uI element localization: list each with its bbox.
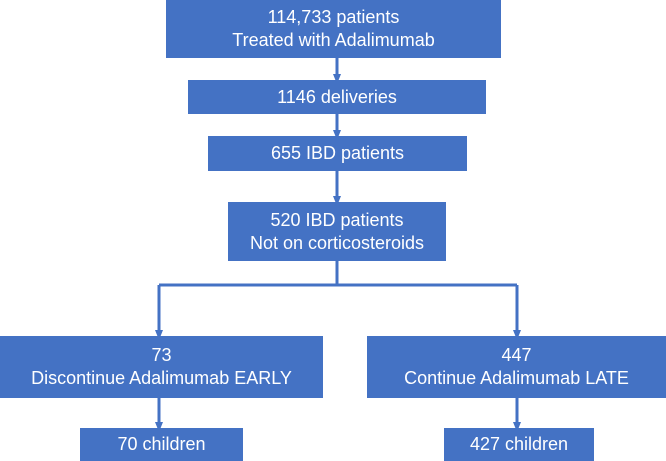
box-deliveries-label: 1146 deliveries [277, 86, 397, 107]
box-late-children: 427 children [444, 428, 594, 461]
box-ibd-patients-label: 655 IBD patients [270, 143, 405, 163]
box-late-children-label: 427 children [469, 434, 569, 454]
box-total-patients-desc: Treated with Adalimumab [232, 30, 435, 50]
box-discontinue-early-desc: Discontinue Adalimumab EARLY [31, 368, 292, 388]
box-discontinue-early-count: 73 [151, 345, 172, 365]
box-early-children: 70 children [80, 428, 243, 461]
box-total-patients-count: 114,733 patients [267, 7, 400, 27]
box-continue-late: 447 Continue Adalimumab LATE [367, 336, 666, 398]
box-no-corticosteroids-desc: Not on corticosteroids [249, 232, 425, 253]
box-no-corticosteroids: 520 IBD patients Not on corticosteroids [228, 202, 446, 261]
box-ibd-patients: 655 IBD patients [208, 136, 467, 171]
box-early-children-label: 70 children [117, 434, 206, 454]
box-total-patients: 114,733 patients Treated with Adalimumab [166, 0, 501, 58]
box-continue-late-desc: Continue Adalimumab LATE [404, 368, 629, 388]
box-deliveries: 1146 deliveries [188, 80, 486, 114]
box-discontinue-early: 73 Discontinue Adalimumab EARLY [0, 336, 323, 398]
box-continue-late-count: 447 [501, 345, 532, 365]
box-no-corticosteroids-count: 520 IBD patients [270, 209, 404, 230]
